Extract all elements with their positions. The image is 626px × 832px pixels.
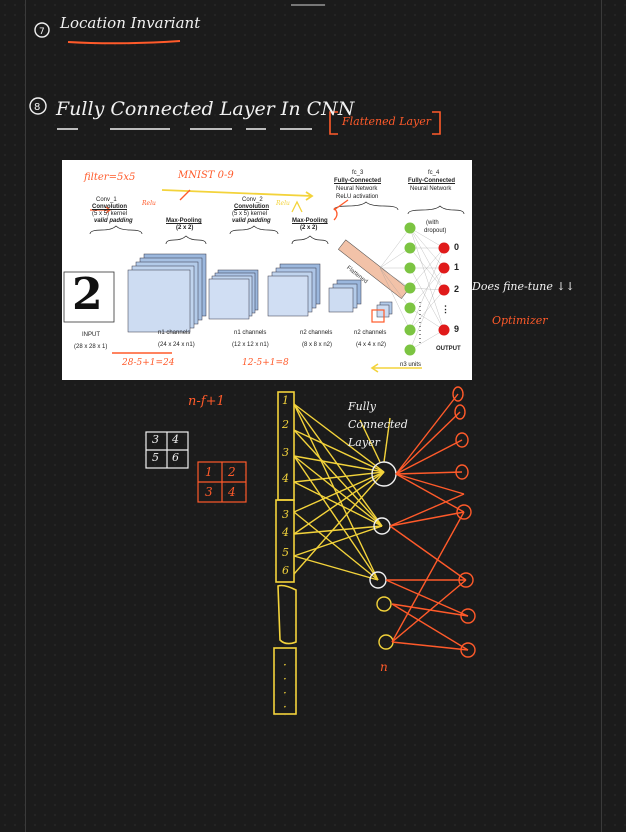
- grid2-cell-2: 2: [228, 465, 236, 479]
- pool1-title: Max-Pooling: [166, 218, 202, 224]
- calc-conv2: 12-5+1=8: [242, 358, 289, 368]
- grid1-cell-1: 3: [152, 433, 159, 446]
- column-cell-1: 1: [282, 394, 289, 407]
- fc-links: [379, 227, 445, 351]
- note-optimizer: Optimizer: [492, 314, 548, 327]
- column-cell-6: 4: [282, 526, 289, 539]
- note-flattened-tag: Flattened Layer: [342, 115, 432, 128]
- svg-text:7: 7: [39, 27, 45, 37]
- column-cell-4: 4: [282, 472, 289, 485]
- output-class-9: 9: [454, 324, 460, 334]
- conv2-kernel: (5 x 5) kernel: [232, 211, 268, 217]
- conv1-title: Conv_1: [96, 197, 117, 203]
- fc3-type: Fully-Connected: [334, 178, 382, 184]
- fc4-network: Neural Network: [410, 186, 452, 192]
- fc3-network: Neural Network: [336, 186, 378, 192]
- sketch-output-neurons: [452, 386, 476, 658]
- dataset-note: MNIST 0-9: [178, 170, 234, 181]
- grid1-cell-3: 5: [152, 451, 159, 464]
- neuron-n-label: n: [380, 660, 388, 674]
- output-class-0: 0: [454, 242, 460, 252]
- feature-stack-1: [127, 253, 207, 333]
- grid2-cell-3: 3: [205, 485, 213, 499]
- page-border-right: [601, 0, 602, 832]
- conv2-padding: valid padding: [232, 218, 271, 224]
- label-n1b: n1 channels: [234, 330, 267, 336]
- column-cell-2: 2: [282, 418, 289, 431]
- input-digit: 2: [72, 269, 103, 320]
- column-cell-3: 3: [282, 446, 289, 459]
- output-class-ellipsis: ⋮: [441, 304, 450, 314]
- feature-stack-3: [267, 263, 321, 317]
- grid2-cell-4: 4: [228, 485, 236, 499]
- pool2-size: (2 x 2): [300, 225, 318, 231]
- pool2-title: Max-Pooling: [292, 218, 328, 224]
- dims-input: (28 x 28 x 1): [74, 344, 108, 350]
- feature-stack-4: [328, 279, 362, 313]
- dropout-line2: dropout): [424, 228, 447, 234]
- output-nodes: [438, 242, 450, 336]
- pool1-size: (2 x 2): [176, 225, 194, 231]
- formula-note: n-f+1: [188, 394, 225, 409]
- fc3-nodes: [404, 222, 416, 356]
- conv2-type: Convolution: [234, 204, 269, 210]
- label-n1a: n1 channels: [158, 330, 191, 336]
- label-input: INPUT: [82, 332, 100, 338]
- feature-stack-2: [208, 269, 259, 320]
- conv1-type: Convolution: [92, 204, 127, 210]
- column-dot-3: ·: [283, 686, 287, 700]
- column-cell-8: 6: [282, 564, 289, 577]
- scroll-handle[interactable]: [291, 4, 325, 6]
- note-fully-connected: Fully Connected Layer In CNN: [56, 98, 355, 120]
- conv1-padding: valid padding: [94, 218, 133, 224]
- svg-text:8: 8: [34, 102, 40, 113]
- fc-label: Fully Connected Layer: [348, 400, 408, 449]
- note-fine-tune: Does fine-tune ↓↓: [472, 280, 575, 293]
- conv1-kernel: (5 x 5) kernel: [92, 211, 128, 217]
- conv2-title: Conv_2: [242, 197, 263, 203]
- fc4-type: Fully-Connected: [408, 178, 456, 184]
- calc-conv1: 28-5+1=24: [122, 358, 175, 368]
- filter-note: filter=5x5: [84, 172, 136, 183]
- cnn-diagram-graphics: [63, 189, 465, 373]
- fc4-title: fc_4: [428, 170, 440, 176]
- column-cell-7: 5: [282, 546, 289, 559]
- column-dot-2: ·: [283, 672, 287, 686]
- fc3-activation: ReLU activation: [336, 194, 379, 200]
- label-n2b: n2 channels: [354, 330, 387, 336]
- output-class-2: 2: [454, 284, 460, 294]
- column-dot-4: ·: [283, 700, 287, 714]
- conv1-relu: Relu: [142, 200, 156, 207]
- column-cell-5: 3: [282, 508, 289, 521]
- output-label: OUTPUT: [436, 346, 461, 352]
- dims-n1b: (12 x 12 x n1): [232, 342, 269, 348]
- column-dot-1: ·: [283, 658, 287, 672]
- cnn-diagram: filter=5x5 MNIST 0-9 Conv_1 Convolution …: [62, 160, 472, 380]
- dims-n1a: (24 x 24 x n1): [158, 342, 195, 348]
- flattened-bar: [338, 239, 410, 299]
- dropout-line1: (with: [426, 220, 439, 226]
- conv2-relu: Relu: [276, 200, 290, 207]
- dims-n2b: (4 x 4 x n2): [356, 342, 387, 348]
- fc3-title: fc_3: [352, 170, 364, 176]
- note-location-invariant: Location Invariant: [60, 14, 201, 32]
- label-n2a: n2 channels: [300, 330, 333, 336]
- page-border-left: [25, 0, 26, 832]
- braces: [89, 201, 465, 245]
- n3-units-label: n3 units: [400, 362, 422, 368]
- grid1-cell-4: 6: [172, 451, 179, 464]
- grid1-cell-2: 4: [172, 433, 179, 446]
- feature-stack-5: [371, 301, 393, 323]
- grid2-cell-1: 1: [205, 465, 213, 479]
- dims-n2a: (8 x 8 x n2): [302, 342, 333, 348]
- output-class-1: 1: [454, 262, 460, 272]
